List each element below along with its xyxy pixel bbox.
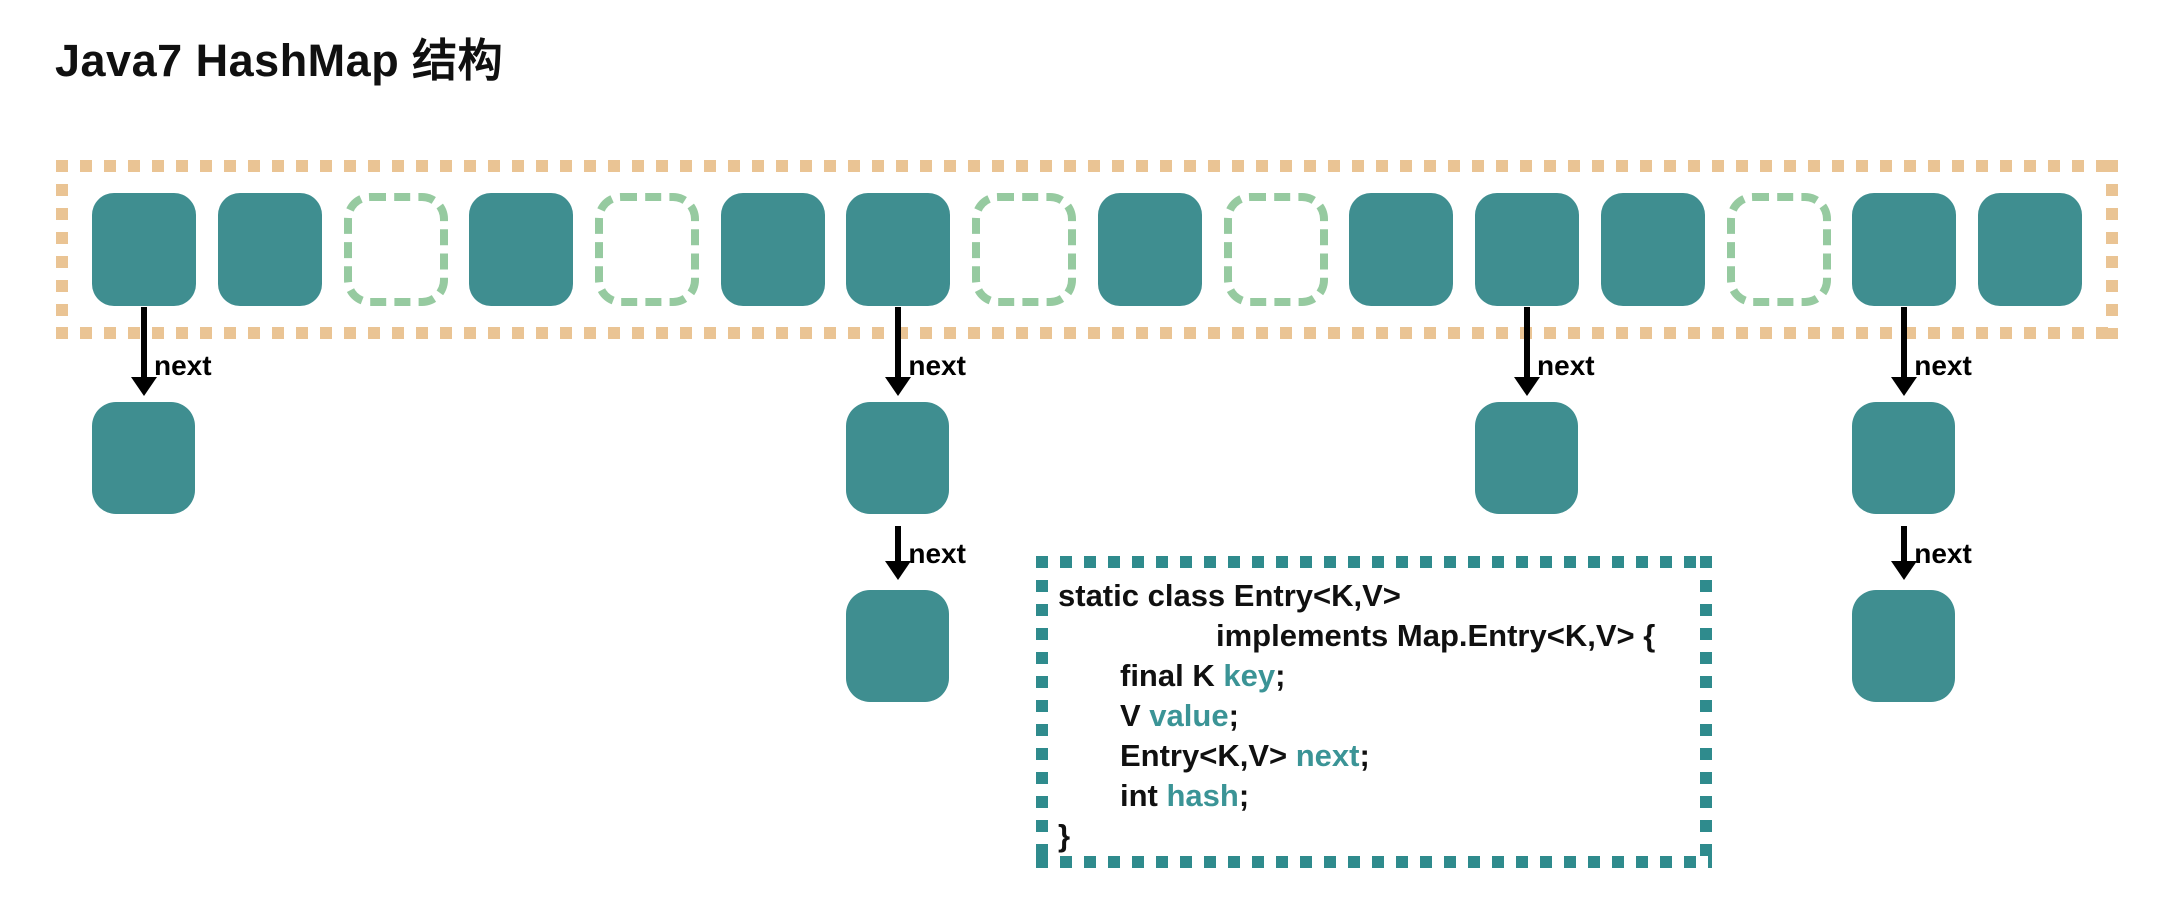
code-text: ;	[1359, 738, 1370, 773]
chain-bucket-15-next-label-2: next	[1914, 538, 1972, 569]
chain-bucket-1-next-arrow-head-1	[131, 377, 157, 396]
bucket-border-bottom-edge	[56, 327, 2118, 339]
bucket-border-right-edge	[2106, 160, 2118, 339]
chain-bucket-12-next-arrow-shaft-1	[1524, 307, 1531, 379]
code-text: ;	[1238, 778, 1250, 813]
bucket-cell-15	[1852, 193, 1957, 306]
code-keyword-key: key	[1223, 658, 1276, 693]
chain-bucket-7-next-label-1: next	[908, 350, 966, 381]
bucket-cell-9	[1097, 193, 1202, 306]
code-line-implements: implements Map.Entry<K,V> {	[1058, 616, 1698, 656]
code-text: ;	[1275, 658, 1286, 693]
code-text: static class Entry<K,V>	[1058, 578, 1401, 613]
code-line-key-field: final K key;	[1058, 656, 1698, 696]
code-text: }	[1058, 818, 1071, 853]
chain-bucket-15-entry-node-2	[1852, 590, 1956, 702]
code-line-next-field: Entry<K,V> next;	[1058, 736, 1698, 776]
chain-bucket-15-next-label-1: next	[1914, 350, 1972, 381]
code-text: final K	[1120, 658, 1224, 693]
chain-bucket-15-next-arrow-shaft-1	[1901, 307, 1908, 379]
code-border-left-edge	[1036, 556, 1048, 868]
code-line-hash-field: int hash;	[1058, 776, 1698, 816]
bucket-cell-6	[720, 193, 825, 306]
bucket-cell-16	[1978, 193, 2082, 306]
code-keyword-next: next	[1295, 738, 1360, 773]
chain-bucket-12-next-arrow-head-1	[1514, 377, 1541, 396]
bucket-cell-4	[469, 193, 574, 306]
chain-bucket-7-next-arrow-shaft-2	[895, 526, 902, 564]
chain-bucket-15-next-arrow-head-1	[1891, 377, 1918, 396]
code-line-class-decl: static class Entry<K,V>	[1058, 576, 1698, 616]
code-border-top-edge	[1036, 556, 1712, 568]
code-border-bottom-edge	[1036, 856, 1712, 868]
bucket-cell-7	[846, 193, 951, 306]
chain-bucket-7-next-arrow-head-1	[885, 377, 912, 396]
code-text: V	[1120, 698, 1150, 733]
chain-bucket-12-entry-node-1	[1475, 402, 1579, 514]
code-text: ;	[1228, 698, 1239, 733]
chain-bucket-7-next-label-2: next	[908, 538, 966, 569]
entry-class-code-block: static class Entry<K,V> implements Map.E…	[1036, 556, 1712, 868]
bucket-cell-8	[972, 193, 1077, 306]
chain-bucket-15-next-arrow-head-2	[1891, 561, 1918, 580]
chain-bucket-1-entry-node-1	[92, 402, 195, 514]
bucket-cell-3	[343, 193, 448, 306]
bucket-border-top-edge	[56, 160, 2118, 172]
chain-bucket-15-entry-node-1	[1852, 402, 1956, 514]
bucket-cell-1	[92, 193, 196, 306]
bucket-cell-2	[217, 193, 322, 306]
code-keyword-value: value	[1149, 698, 1229, 733]
chain-bucket-15-next-arrow-shaft-2	[1901, 526, 1908, 564]
bucket-cell-10	[1223, 193, 1328, 306]
code-text: implements Map.Entry<K,V> {	[1216, 618, 1656, 653]
bucket-cell-13	[1600, 193, 1705, 306]
bucket-cell-14	[1726, 193, 1831, 306]
code-border-right-edge	[1700, 556, 1712, 868]
chain-bucket-7-next-arrow-shaft-1	[895, 307, 902, 379]
code-text: Entry<K,V>	[1120, 738, 1296, 773]
chain-bucket-1-next-label-1: next	[154, 350, 212, 381]
chain-bucket-12-next-label-1: next	[1537, 350, 1595, 381]
bucket-cell-11	[1349, 193, 1454, 306]
bucket-cell-12	[1475, 193, 1579, 306]
page-title: Java7 HashMap 结构	[55, 35, 504, 86]
code-text: int	[1120, 778, 1167, 813]
code-line-closing-brace: }	[1058, 816, 1698, 856]
chain-bucket-7-next-arrow-head-2	[885, 561, 912, 580]
bucket-array-border	[56, 160, 2118, 339]
code-keyword-hash: hash	[1166, 778, 1239, 813]
chain-bucket-7-entry-node-1	[846, 402, 950, 514]
chain-bucket-1-next-arrow-shaft-1	[141, 307, 147, 379]
chain-bucket-7-entry-node-2	[846, 590, 950, 702]
code-line-value-field: V value;	[1058, 696, 1698, 736]
bucket-cell-5	[594, 193, 699, 306]
bucket-border-left-edge	[56, 160, 68, 339]
